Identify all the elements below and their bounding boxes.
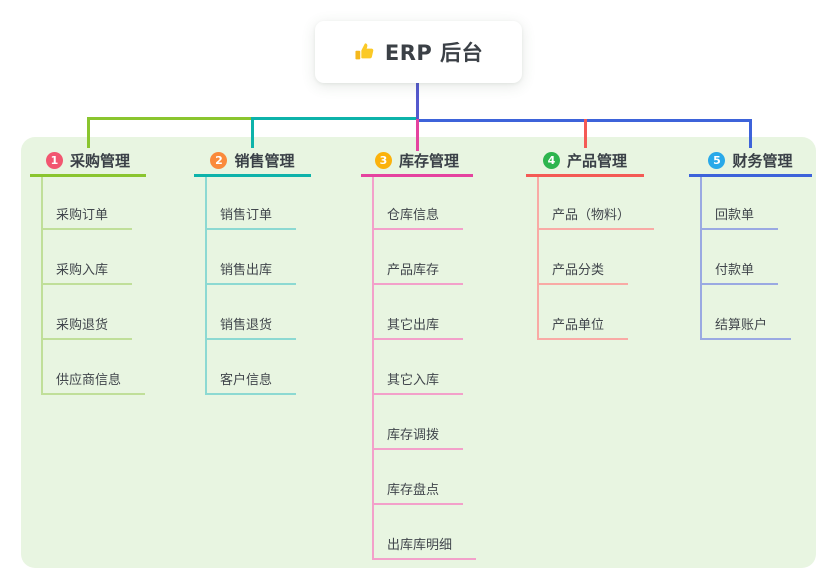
child-node[interactable]: 供应商信息 xyxy=(41,349,146,395)
child-node[interactable]: 产品分类 xyxy=(537,239,629,285)
branch-2-drop-line xyxy=(251,117,254,148)
branch-label: 财务管理 xyxy=(732,151,793,170)
child-node[interactable]: 产品（物料） xyxy=(537,184,655,230)
branch-5-drop-line xyxy=(749,119,752,148)
branch-node-2[interactable]: 2 销售管理 xyxy=(194,146,311,177)
branch-label: 销售管理 xyxy=(234,151,295,170)
branch-label: 产品管理 xyxy=(566,151,627,170)
child-node[interactable]: 库存调拨 xyxy=(372,404,464,450)
root-node[interactable]: ERP 后台 xyxy=(315,21,522,83)
child-node[interactable]: 其它出库 xyxy=(372,294,464,340)
root-node-label: ERP 后台 xyxy=(384,41,484,65)
child-label: 回款单 xyxy=(715,208,755,223)
child-node[interactable]: 销售订单 xyxy=(205,184,297,230)
child-node[interactable]: 回款单 xyxy=(700,184,779,230)
child-node[interactable]: 产品单位 xyxy=(537,294,629,340)
child-label: 产品（物料） xyxy=(552,208,631,223)
child-label: 销售出库 xyxy=(220,263,273,278)
child-label: 采购订单 xyxy=(56,208,109,223)
child-node[interactable]: 采购入库 xyxy=(41,239,133,285)
branch-node-3[interactable]: 3 库存管理 xyxy=(361,146,473,177)
branch-3-drop-line xyxy=(415,117,419,151)
child-trunk-line xyxy=(205,177,207,395)
branch-label: 库存管理 xyxy=(398,151,459,170)
branch-node-1[interactable]: 1 采购管理 xyxy=(30,146,146,177)
child-node[interactable]: 采购订单 xyxy=(41,184,133,230)
child-label: 产品库存 xyxy=(387,263,440,278)
branch-node-4[interactable]: 4 产品管理 xyxy=(526,146,644,177)
child-label: 产品单位 xyxy=(552,318,605,333)
child-label: 采购退货 xyxy=(56,318,109,333)
child-node[interactable]: 出库库明细 xyxy=(372,514,477,560)
thumbs-up-icon xyxy=(354,41,376,63)
child-label: 其它出库 xyxy=(387,318,440,333)
child-label: 客户信息 xyxy=(220,373,273,388)
child-label: 库存盘点 xyxy=(387,483,440,498)
child-node[interactable]: 库存盘点 xyxy=(372,459,464,505)
child-node[interactable]: 结算账户 xyxy=(700,294,792,340)
child-label: 产品分类 xyxy=(552,263,605,278)
branch-2-connector-line xyxy=(251,117,419,120)
branch-number-badge: 2 xyxy=(210,151,228,169)
child-node[interactable]: 其它入库 xyxy=(372,349,464,395)
child-label: 销售订单 xyxy=(220,208,273,223)
branch-node-5[interactable]: 5 财务管理 xyxy=(689,146,812,177)
child-node[interactable]: 销售出库 xyxy=(205,239,297,285)
child-label: 库存调拨 xyxy=(387,428,440,443)
child-label: 采购入库 xyxy=(56,263,109,278)
branch-1-drop-line xyxy=(86,117,90,148)
child-label: 销售退货 xyxy=(220,318,273,333)
child-node[interactable]: 销售退货 xyxy=(205,294,297,340)
child-label: 供应商信息 xyxy=(56,373,122,388)
child-node[interactable]: 仓库信息 xyxy=(372,184,464,230)
child-trunk-line xyxy=(41,177,43,395)
branch-label: 采购管理 xyxy=(69,151,130,170)
background-panel xyxy=(21,137,816,568)
child-label: 付款单 xyxy=(715,263,755,278)
child-trunk-line xyxy=(372,177,374,560)
child-node[interactable]: 付款单 xyxy=(700,239,779,285)
child-node[interactable]: 客户信息 xyxy=(205,349,297,395)
branch-number-badge: 4 xyxy=(542,151,560,169)
child-trunk-line xyxy=(700,177,702,340)
child-label: 结算账户 xyxy=(715,318,768,333)
child-label: 其它入库 xyxy=(387,373,440,388)
branch-number-badge: 1 xyxy=(45,151,63,169)
root-connector-line xyxy=(415,83,419,119)
branch-4-drop-line xyxy=(583,119,587,148)
child-node[interactable]: 产品库存 xyxy=(372,239,464,285)
branch-number-badge: 5 xyxy=(708,151,726,169)
branch-number-badge: 3 xyxy=(374,151,392,169)
child-label: 仓库信息 xyxy=(387,208,440,223)
child-node[interactable]: 采购退货 xyxy=(41,294,133,340)
child-label: 出库库明细 xyxy=(387,538,453,553)
child-trunk-line xyxy=(537,177,539,340)
